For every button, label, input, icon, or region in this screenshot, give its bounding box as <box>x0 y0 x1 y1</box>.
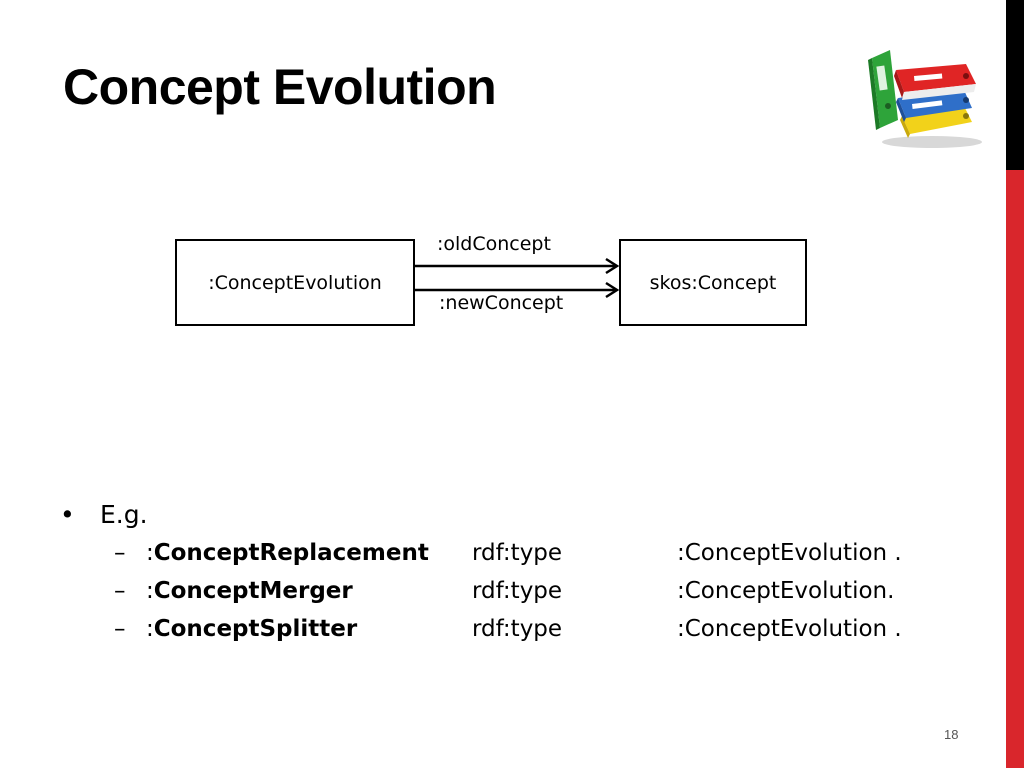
predicate: rdf:type <box>472 540 563 566</box>
old-concept-arrow <box>414 257 620 275</box>
concept-evolution-node: :ConceptEvolution <box>175 239 415 326</box>
dash-icon: – <box>114 578 126 604</box>
class-name: ConceptMerger <box>153 578 353 604</box>
concept-evolution-node-label: :ConceptEvolution <box>208 271 382 294</box>
object: :ConceptEvolution . <box>677 616 902 642</box>
page-number: 18 <box>944 727 959 742</box>
class-name: ConceptReplacement <box>153 540 429 566</box>
stacked-binders-icon <box>868 50 982 148</box>
old-concept-edge-label: :oldConcept <box>437 233 551 255</box>
object: :ConceptEvolution. <box>677 578 895 604</box>
skos-concept-node: skos:Concept <box>619 239 807 326</box>
right-black-bar <box>1006 0 1024 170</box>
predicate: rdf:type <box>472 616 563 642</box>
new-concept-edge-label: :newConcept <box>439 292 564 314</box>
dash-icon: – <box>114 540 126 566</box>
diagram-edges <box>414 257 620 299</box>
skos-concept-node-label: skos:Concept <box>649 271 777 294</box>
object: :ConceptEvolution . <box>677 540 902 566</box>
dash-icon: – <box>114 616 126 642</box>
predicate: rdf:type <box>472 578 563 604</box>
right-red-bar <box>1006 170 1024 768</box>
class-name: ConceptSplitter <box>153 616 358 642</box>
new-concept-arrow <box>414 281 620 299</box>
bullet-dot-icon: • <box>60 500 75 529</box>
slide-title: Concept Evolution <box>63 59 497 115</box>
